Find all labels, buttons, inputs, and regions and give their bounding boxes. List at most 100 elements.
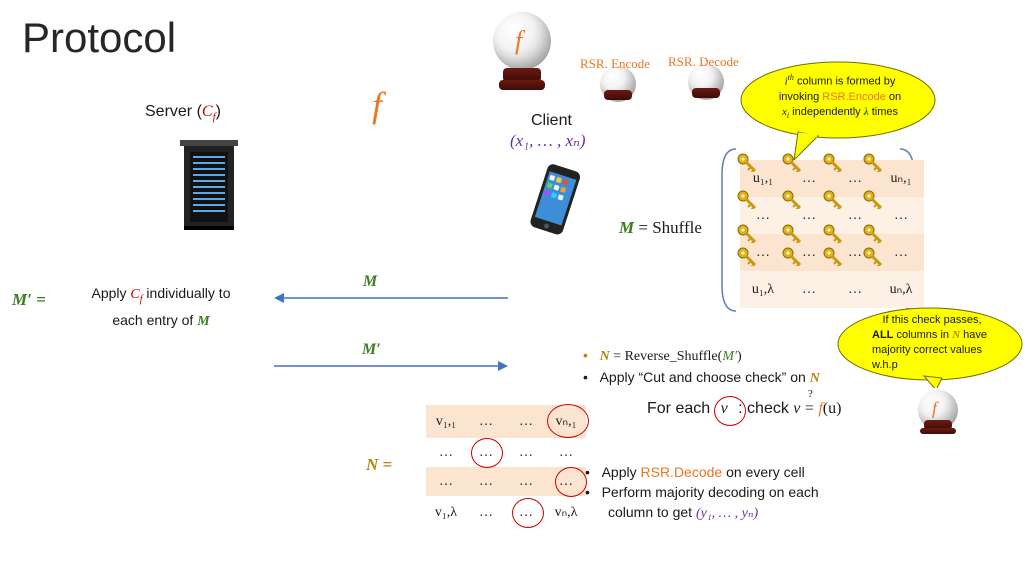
check-v2: v [793,400,801,417]
callout-right-text: If this check passes, ALL columns in N h… [862,313,1002,373]
n-cell: v₁,₁ [426,405,466,438]
rsr-decode-label: RSR. Decode [668,54,739,69]
key-icon [863,153,882,172]
callout-x: x [782,105,787,118]
key-icon [782,153,801,172]
callout-line1-text: column is formed by [793,75,896,88]
client-inputs: (x₁, … , xₙ) [510,131,586,150]
check-text: : check [733,400,794,417]
n-circle-row4 [512,498,544,528]
apply-cf: C [130,287,140,302]
function-f: f [372,85,383,125]
arrow-right-label: M′ [362,341,381,358]
bullet-m-prime: M′ [722,349,738,364]
key-icon [737,247,756,266]
m-cell: … [878,197,924,234]
crystal-ball-f-icon: f [491,12,553,98]
decode-bullets: • Apply RSR.Decode on every cell • Perfo… [585,462,819,524]
m-cell: … [832,271,878,308]
callout-th: th [787,73,794,82]
bullet-every-cell: on every cell [722,464,805,480]
n-label: N = [366,455,393,474]
callout-bubble-right [837,307,1023,388]
check-f: f [818,400,823,417]
callout-invoking: invoking [778,90,823,103]
key-icon [782,190,801,209]
callout-rsr-encode: RSR.Encode [822,90,886,103]
crystal-ball-f-symbol: f [515,26,523,55]
server-cf: C [201,103,213,120]
n-cell: … [506,438,546,467]
m-shuffle-label: M = Shuffle [619,218,702,238]
callout-have: have [960,329,987,341]
crystal-ball-f-small-icon: f [916,390,962,444]
key-icon [863,224,882,243]
callout-independently: independently [789,105,864,118]
key-icon [823,247,842,266]
check-eq: = [804,400,814,417]
reverse-shuffle-bullets: • N = Reverse_Shuffle(M′) • Apply “Cut a… [583,345,820,389]
bullet-reverse-shuffle: • N = Reverse_Shuffle(M′) [583,347,742,364]
bullet-apply-decode: • Apply RSR.Decode on every cell [585,464,805,480]
n-cell: … [506,467,546,496]
n-cell: … [546,438,586,467]
n-cell: v₁,λ [426,496,466,529]
bullet-n: N [599,349,610,364]
m-cell: u₁,₁ [740,160,786,197]
m-cell: uₙ,λ [878,271,924,308]
bullet-apply: Apply [601,464,641,480]
bullet-majority-text: Perform majority decoding on each [601,484,819,500]
key-icon [863,190,882,209]
callout-top-text: ith column is formed by invoking RSR.Enc… [760,70,920,123]
apply-m: M [197,313,210,329]
callout-bubble-top [740,61,936,162]
m-symbol: M [619,218,635,237]
key-icon [823,224,842,243]
key-icon [737,224,756,243]
callout-right-line4: w.h.p [872,359,898,371]
callout-right-line2: ALL columns in N have [862,328,1002,343]
callout-right-line1: If this check passes, [882,314,982,326]
crystal-ball-small-f-symbol: f [932,398,938,418]
bullet-column: column to get (y₁, … , yₙ) [585,502,819,524]
arrow-left-label: M [363,273,378,290]
callout-columns-in: columns in [893,329,953,341]
key-icon [782,247,801,266]
apply-line1: Apply Cf individually to [78,283,244,310]
callout-x-sub: i [786,110,790,120]
apply-each-entry: each entry of [112,311,198,328]
slide-title: Protocol [22,14,177,61]
m-cell: u₁,λ [740,271,786,308]
n-cell: … [506,405,546,438]
m-prime-label: M′ = [12,290,46,309]
server-label: Server (Cf) [145,103,221,123]
check-line: For each v : check v ?= f(u) [647,388,842,418]
key-icon [782,224,801,243]
bullet-y-values: (y₁, … , yₙ) [695,506,759,521]
key-icon [863,247,882,266]
key-icon [737,190,756,209]
check-u: (u) [822,400,842,417]
callout-top-line1: ith column is formed by [760,70,920,90]
phone-icon [530,164,581,235]
m-cell: uₙ,₁ [878,160,924,197]
bullet-cut-n: N [809,371,820,386]
check-question: ? [807,388,813,400]
n-circle-top-right [547,404,589,438]
check-v-circle [714,396,746,426]
apply-cf-text: Apply Cf individually to each entry of M [78,283,244,332]
callout-all: ALL [872,329,894,341]
key-icon [823,153,842,172]
rsr-encode-label: RSR. Encode [580,56,651,71]
callout-i: i [784,75,788,88]
key-icon [823,190,842,209]
n-cell: vₙ,λ [546,496,586,529]
server-icon [180,140,238,230]
crystal-ball-decode-icon [686,64,726,104]
bullet-majority: • Perform majority decoding on each [585,484,819,500]
m-cell: … [878,234,924,271]
crystal-ball-encode-icon [598,66,638,106]
check-for-each: For each [647,400,715,417]
bullet-cut-text: Apply “Cut and choose check” on [599,369,810,385]
n-cell: … [466,496,506,529]
